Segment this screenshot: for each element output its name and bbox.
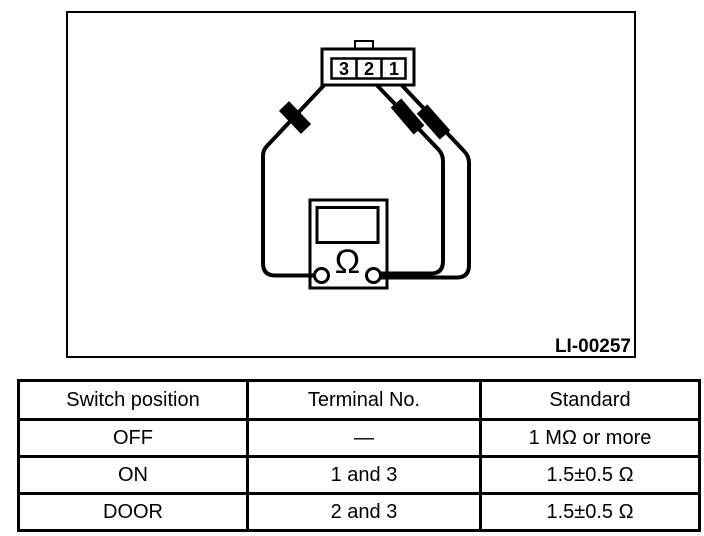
terminal-row [330, 57, 407, 80]
cell-terminal-no: 1 and 3 [246, 455, 482, 495]
probe-clip-middle [390, 98, 425, 135]
cell-standard: 1 MΩ or more [479, 418, 701, 458]
cell-standard: 1.5±0.5 Ω [479, 455, 701, 495]
column-header-switch-position: Switch position [17, 379, 249, 421]
column-header-standard: Standard [479, 379, 701, 421]
terminal-label-1: 1 [389, 59, 399, 79]
cell-standard: 1.5±0.5 Ω [479, 492, 701, 532]
table-row-door: DOOR 2 and 3 1.5±0.5 Ω [17, 492, 701, 532]
probe-clip-right [416, 104, 451, 140]
table-row-on: ON 1 and 3 1.5±0.5 Ω [17, 455, 701, 495]
ohmmeter-display [315, 206, 380, 244]
cell-terminal-no: 2 and 3 [246, 492, 482, 532]
terminal-label-2: 2 [364, 59, 374, 79]
test-lead-terminal-1 [379, 76, 471, 280]
table-row-off: OFF — 1 MΩ or more [17, 418, 701, 458]
test-lead-terminal-3 [261, 80, 329, 278]
probe-clip-left [278, 101, 312, 134]
connector-test-diagram: 3 2 1 Ω LI-00257 [66, 11, 636, 358]
ohm-symbol: Ω [335, 243, 360, 281]
ohmmeter-jack-left [313, 267, 330, 284]
test-lead-terminal-2 [368, 76, 445, 276]
table-header-row: Switch position Terminal No. Standard [17, 379, 701, 421]
figure-label: LI-00257 [555, 336, 631, 357]
terminal-label-3: 3 [339, 59, 349, 79]
cell-switch-position: ON [17, 455, 249, 495]
ohmmeter-jack-right [365, 267, 382, 284]
cell-switch-position: OFF [17, 418, 249, 458]
cell-switch-position: DOOR [17, 492, 249, 532]
column-header-terminal-no: Terminal No. [246, 379, 482, 421]
cell-terminal-no: — [246, 418, 482, 458]
resistance-spec-table: Switch position Terminal No. Standard OF… [17, 379, 701, 532]
